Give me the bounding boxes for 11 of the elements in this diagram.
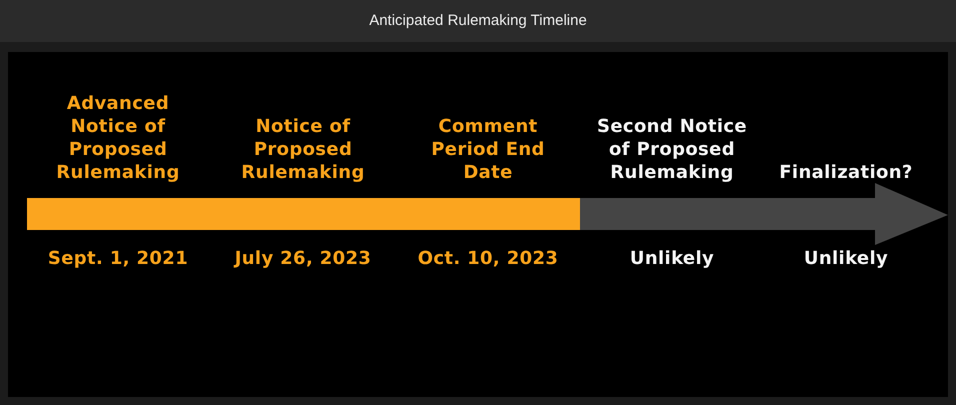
chart-title: Anticipated Rulemaking Timeline bbox=[369, 10, 587, 31]
milestone-date: July 26, 2023 bbox=[234, 247, 372, 271]
milestone-label: Advanced Notice of Proposed Rulemaking bbox=[55, 92, 181, 184]
milestone-label: Notice of Proposed Rulemaking bbox=[240, 115, 366, 184]
milestone-date: Unlikely bbox=[630, 247, 714, 271]
milestone-date: Oct. 10, 2023 bbox=[418, 247, 558, 271]
milestone-label: Second Notice of Proposed Rulemaking bbox=[596, 115, 748, 184]
milestone-label: Comment Period End Date bbox=[430, 115, 546, 184]
milestone-label: Finalization? bbox=[779, 161, 913, 184]
milestone-date: Unlikely bbox=[804, 247, 888, 271]
milestone-date: Sept. 1, 2021 bbox=[48, 247, 188, 271]
